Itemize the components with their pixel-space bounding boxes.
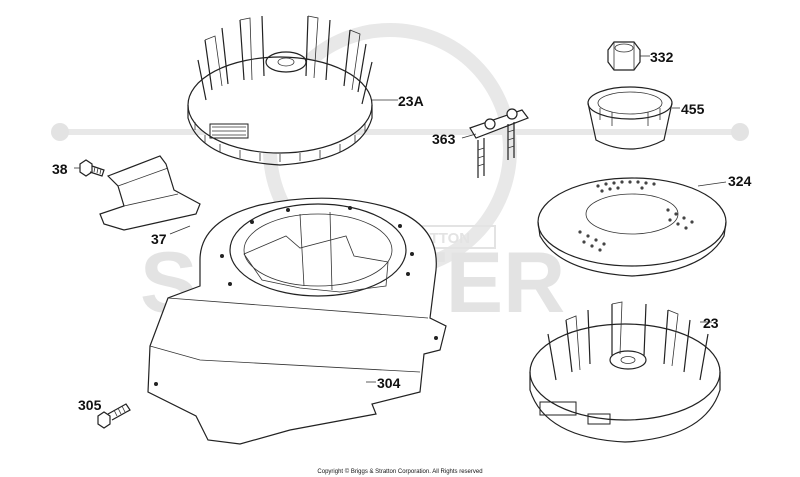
screw-305 <box>97 403 131 429</box>
housing-304 <box>147 197 447 445</box>
flywheel-23 <box>529 301 721 443</box>
label-332: 332 <box>650 49 674 65</box>
screw-38 <box>79 159 105 177</box>
label-38: 38 <box>52 161 68 177</box>
leader-lines <box>74 55 727 383</box>
screen-324 <box>537 177 727 277</box>
label-23a: 23A <box>398 93 424 109</box>
label-23: 23 <box>703 315 719 331</box>
guard-37 <box>99 155 201 231</box>
copyright-text: Copyright © Briggs & Stratton Corporatio… <box>317 468 482 475</box>
cup-455 <box>587 86 673 150</box>
label-455: 455 <box>681 101 705 117</box>
watermark-dot-right <box>731 123 749 141</box>
flywheel-23a <box>187 15 373 166</box>
nut-332 <box>607 41 641 71</box>
label-305: 305 <box>78 397 102 413</box>
label-37: 37 <box>151 231 167 247</box>
part-labels: 332 455 23A 363 38 324 37 23 304 305 <box>52 49 752 413</box>
watermark-dot-left <box>51 123 69 141</box>
label-304: 304 <box>377 375 401 391</box>
label-324: 324 <box>728 173 752 189</box>
label-363: 363 <box>432 131 456 147</box>
bracket-363 <box>469 108 529 178</box>
